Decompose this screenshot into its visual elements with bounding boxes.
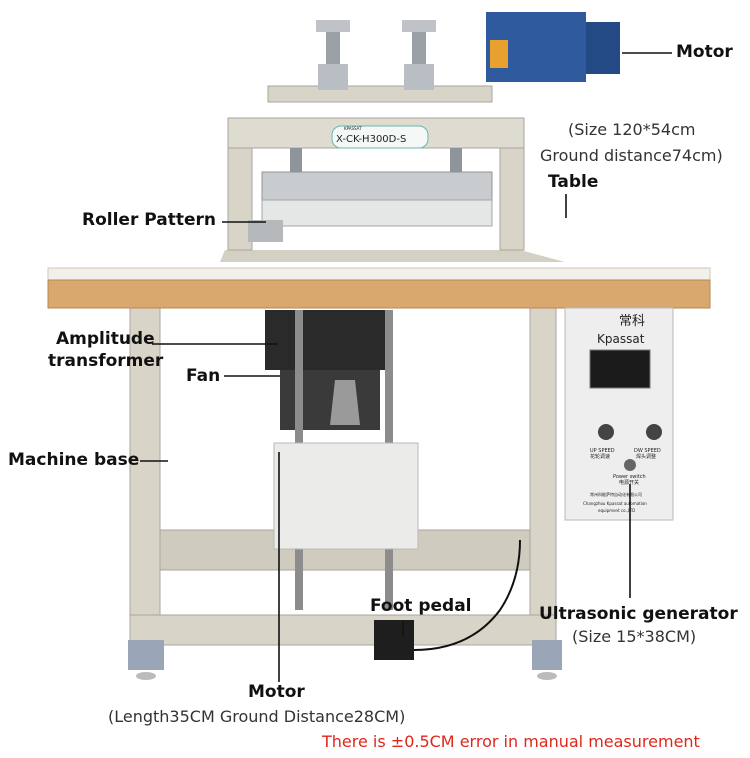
company-en-2-label: equipment co.,LTD [598,508,635,513]
company-cn-label: 常州科能萨特自动化有限公司 [590,491,642,497]
table-size-label-line1: (Size 120*54cm [568,120,696,139]
foot-pedal-device [374,620,414,660]
error-note: There is ±0.5CM error in manual measurem… [322,732,700,751]
roller-pattern-label: Roller Pattern [82,210,216,230]
ultrasonic-generator-label: Ultrasonic generator [539,604,738,624]
generator-brand-cn: 常科 [619,314,645,329]
up-speed-cn-label: 花轮调速 [590,453,610,460]
company-en-1-label: Changzhou Kpassat automation [583,501,647,506]
dw-speed-label: DW SPEED [634,448,661,454]
fan-label: Fan [186,366,221,386]
dw-speed-cn-label: 焊头调整 [636,453,656,460]
ultrasonic-generator-size-label: (Size 15*38CM) [572,627,697,646]
brand-logo-text: KPASSAT [344,126,362,131]
leader-lines [140,52,672,682]
upper-machine: KPASSAT X-CK-H300D-S [220,12,620,262]
foot-pedal-label: Foot pedal [370,596,472,616]
table-label: Table [548,172,599,192]
up-speed-label: UP SPEED [590,448,615,454]
motor-bottom-label: Motor [248,682,305,702]
motor-top-label: Motor [676,42,733,62]
amplitude-transformer-label-line2: transformer [48,351,164,371]
table-size-label-line2: Ground distance74cm) [540,146,723,165]
ultrasonic-generator-cabinet: 常科 Kpassat UP SPEED DW SPEED 花轮调速 焊头调整 P… [564,307,674,521]
generator-brand-en: Kpassat [597,332,645,346]
model-plate-text: X-CK-H300D-S [336,134,406,145]
amplitude-transformer-label-line1: Amplitude [56,329,155,349]
power-switch-label: Power switch [613,474,646,480]
table-top [47,267,711,309]
power-switch-cn-label: 电源开关 [619,479,639,486]
machine-base-frame [128,304,562,680]
machine-base-label: Machine base [8,450,140,470]
motor-bottom-size-label: (Length35CM Ground Distance28CM) [108,707,406,726]
lower-motor-box [273,442,419,550]
